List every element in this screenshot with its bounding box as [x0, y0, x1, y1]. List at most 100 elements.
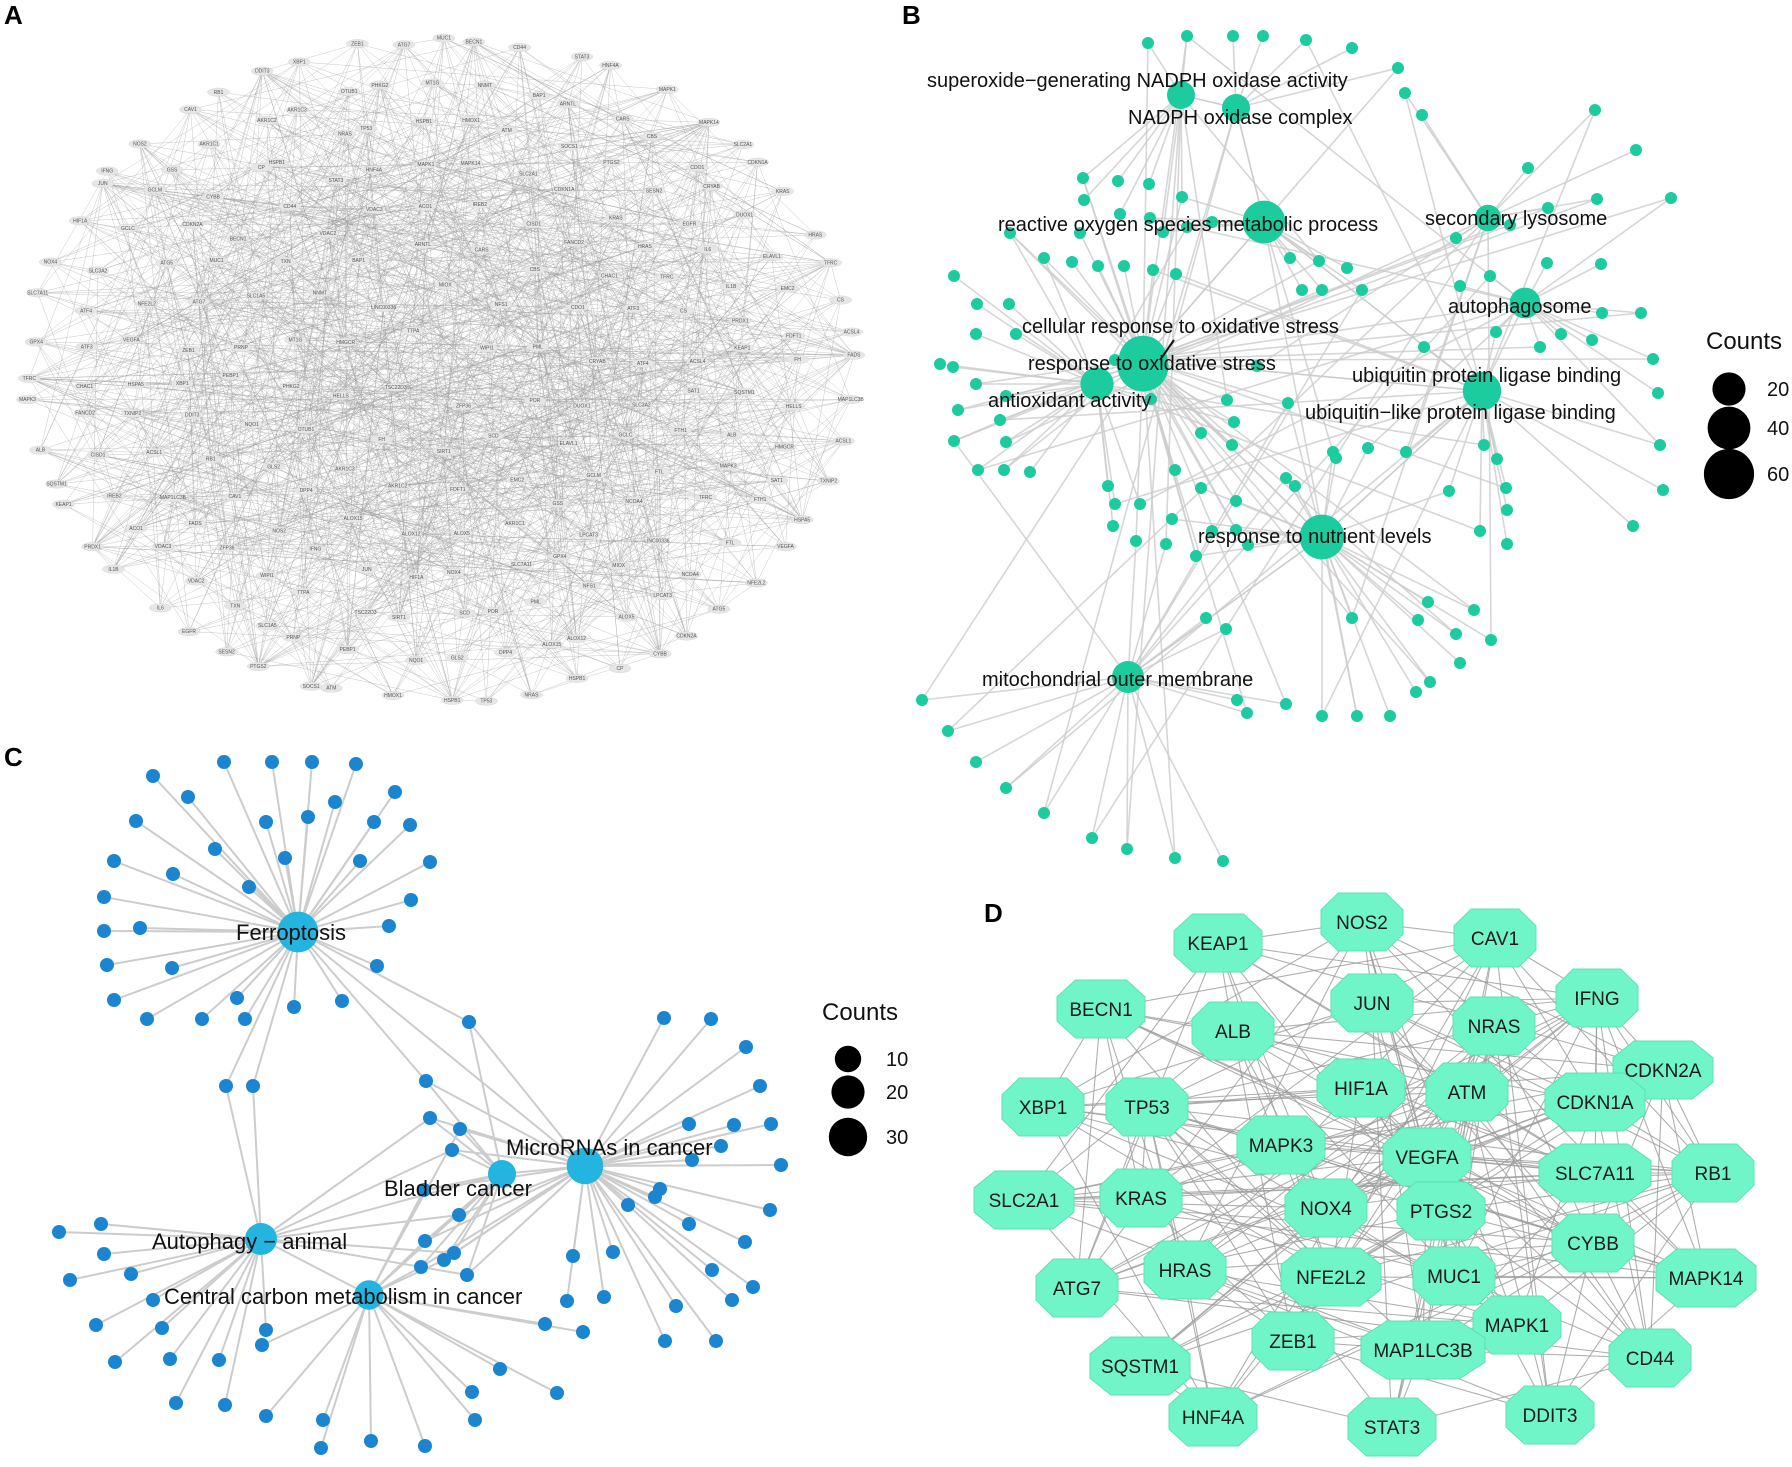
panel-a-edge [235, 605, 487, 702]
panel-a-edge [641, 363, 644, 405]
panel-c-edge [252, 1085, 262, 1240]
panel-a-edge [776, 440, 844, 481]
panel-d-gene-label: MAP1LC3B [1373, 1341, 1472, 1362]
panel-a-node [452, 401, 475, 411]
panel-a-node-label: IL1B [726, 284, 737, 290]
panel-label-c: C [4, 742, 23, 772]
panel-b-term-labels: superoxide−generating NADPH oxidase acti… [927, 70, 1621, 691]
panel-a-edge [611, 162, 829, 482]
panel-a-edge [358, 249, 708, 261]
panel-a-node-label: HSPB1 [416, 119, 433, 125]
panel-a-node [746, 157, 769, 167]
panel-b-term-label: NADPH oxidase complex [1128, 107, 1353, 129]
panel-a-edge [295, 339, 582, 407]
panel-a-node-label: LINC00336 [644, 538, 670, 544]
panel-a-node-label: CP [258, 165, 266, 171]
panel-d-gene-node [1035, 1258, 1119, 1318]
panel-a-edge [567, 56, 583, 104]
panel-d-gene-node [1105, 1077, 1189, 1137]
panel-a-node-label: TXNIP2 [124, 411, 142, 417]
panel-c-gene-node [550, 1386, 564, 1400]
panel-d-gene-label: CD44 [1626, 1349, 1675, 1370]
panel-a-edge [653, 190, 844, 442]
panel-b-edge [1162, 94, 1182, 233]
panel-a-edge [267, 575, 578, 679]
panel-c-gene-node [669, 1299, 683, 1313]
panel-a-edge [484, 85, 851, 400]
panel-a-edge [622, 118, 743, 145]
panel-a-node [840, 327, 863, 337]
panel-a-node [707, 604, 731, 614]
panel-a-node-label: KEAP1 [734, 346, 750, 352]
panel-a-edge [365, 569, 367, 613]
panel-a-edge [212, 196, 516, 524]
panel-a-node-label: CS [837, 298, 845, 304]
panel-a-edge [533, 144, 743, 225]
panel-d-edge [1146, 1106, 1393, 1428]
panel-a-edge [335, 180, 375, 210]
panel-b-gene-node [1121, 843, 1133, 855]
panel-b-gene-node [1004, 227, 1016, 239]
panel-a-node-label: AKR1C1 [505, 521, 525, 527]
panel-d-gene-node [1347, 1397, 1437, 1457]
panel-d-gene-label: SLC2A1 [989, 1191, 1060, 1212]
panel-c-gene-node [576, 1325, 590, 1339]
panel-a-node-label: HSPB1 [569, 676, 586, 682]
panel-a-edge [86, 310, 582, 407]
panel-a-edge [521, 234, 816, 565]
panel-a-node-label: POR [529, 398, 540, 404]
panel-d-gene-label: HNF4A [1182, 1408, 1245, 1429]
panel-b-gene-node [1181, 30, 1193, 42]
panel-b-gene-node [1485, 634, 1497, 646]
panel-c-legend-title: Counts [822, 999, 898, 1026]
panel-a-node [771, 186, 794, 196]
panel-a-node [817, 476, 840, 486]
panel-a-edge [86, 310, 414, 332]
panel-c-term-label: Autophagy − animal [152, 1229, 347, 1254]
panel-a-edge [305, 146, 570, 491]
panel-a-node [615, 612, 638, 622]
panel-c-gene-node [146, 769, 160, 783]
panel-a-node-label: XBP1 [293, 60, 306, 66]
panel-a-node [421, 78, 444, 88]
panel-a-edge [146, 242, 575, 304]
panel-a-node [804, 230, 827, 240]
panel-c-gene-node [682, 1117, 696, 1131]
panel-a-node-label: CDKN2A [676, 634, 697, 640]
panel-c-edge [95, 1238, 262, 1326]
panel-a-node [255, 571, 279, 580]
panel-b-term-label: autophagosome [1448, 296, 1591, 318]
panel-c-edge [297, 824, 411, 933]
panel-a-edge [577, 307, 589, 536]
panel-a-node [582, 471, 605, 480]
panel-c-gene-node [259, 815, 273, 829]
panel-a-edge [80, 220, 635, 502]
panel-a-edge [398, 38, 445, 618]
panel-a-node [187, 297, 211, 307]
panel-a-edge [171, 169, 367, 570]
panel-d-gene-node [1453, 908, 1537, 968]
panel-b-edge [1096, 383, 1481, 532]
panel-b-gene-node [1490, 326, 1502, 338]
panel-c-gene-node [89, 1318, 103, 1332]
panel-a-edge [131, 339, 729, 467]
panel-a-edge [403, 44, 455, 573]
panel-a-node-label: KRAS [776, 189, 790, 195]
panel-b-edge [1263, 221, 1358, 717]
panel-a-edge [397, 435, 494, 487]
panel-a-edge [196, 308, 634, 582]
panel-a-edge [276, 162, 417, 578]
panel-a-edge [642, 320, 741, 364]
panel-a-node [226, 234, 250, 244]
panel-a-edge [255, 295, 589, 536]
panel-b-edge [1487, 109, 1596, 219]
panel-b-edge [1096, 383, 1235, 423]
panel-a-edge [230, 375, 236, 497]
panel-a-node [171, 379, 194, 388]
panel-d-edge [1466, 1091, 1551, 1416]
panel-a-node [265, 158, 288, 168]
panel-a-edge [569, 144, 743, 147]
panel-d-edge [1076, 1210, 1442, 1289]
panel-a-edge [397, 485, 494, 612]
